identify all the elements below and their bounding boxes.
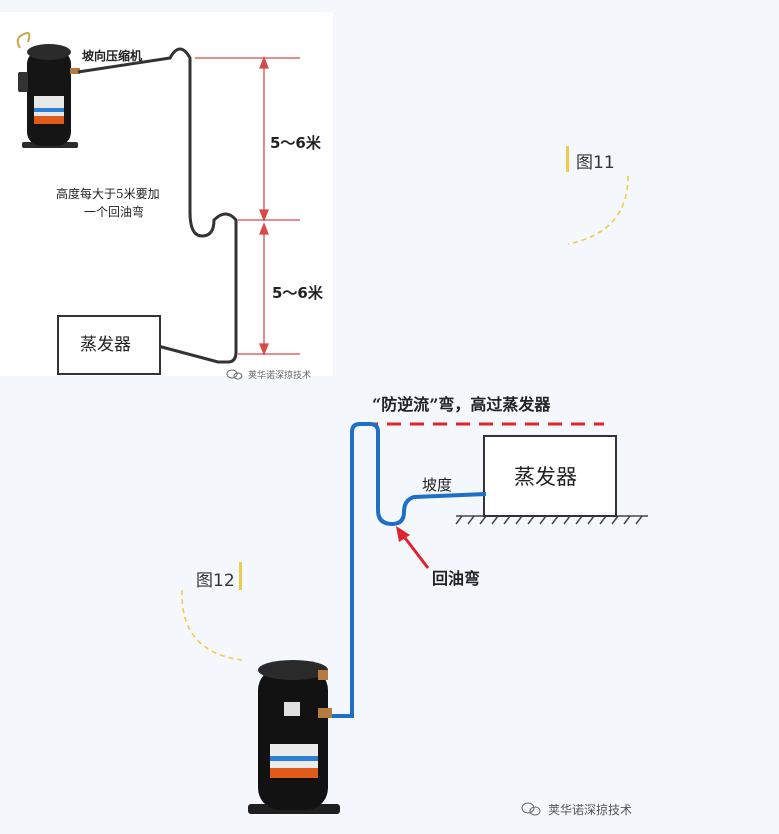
- evaporator-label: 蒸发器: [80, 335, 131, 355]
- wechat-icon: [521, 802, 541, 816]
- note-line-2: 一个回油弯: [84, 204, 144, 219]
- note-line-1: 高度每大于5米要加: [56, 186, 160, 201]
- figure-11-panel: 坡向压缩机 高度每大于5米要加 一个回油弯 5～6米 5～6米 蒸发器 荚华诺深…: [0, 12, 333, 381]
- caption-accent-bar: [239, 562, 242, 590]
- compressor-icon: [16, 32, 80, 148]
- figure-12-caption: 图12: [196, 571, 235, 591]
- refrigerant-pipe: [330, 422, 487, 718]
- figure-11-caption: 图11: [576, 153, 615, 173]
- watermark-text: 荚华诺深掠技术: [548, 802, 632, 817]
- wechat-icon: [226, 369, 243, 380]
- height-upper-label: 5～6米: [270, 134, 322, 152]
- evaporator-label: 蒸发器: [514, 465, 577, 489]
- figure-11-diagram: 坡向压缩机 高度每大于5米要加 一个回油弯 5～6米 5～6米 蒸发器 荚华诺深…: [16, 32, 324, 381]
- oil-trap-label: 回油弯: [432, 569, 480, 588]
- compressor-icon: [248, 660, 340, 814]
- evaporator-box: [483, 435, 617, 517]
- pipe-route: [77, 47, 238, 364]
- watermark-text: 荚华诺深掠技术: [248, 369, 311, 381]
- oil-trap-arrow-icon: [396, 526, 430, 569]
- evaporator-box: [57, 315, 161, 375]
- height-dimension-lines: [195, 56, 300, 356]
- caption-accent-bar: [566, 146, 569, 172]
- slope-label: 坡度: [422, 476, 452, 494]
- anti-backflow-label: “防逆流”弯，高过蒸发器: [372, 395, 551, 414]
- ground-hatch: [455, 515, 648, 525]
- height-lower-label: 5～6米: [272, 284, 324, 302]
- compressor-slope-label: 坡向压缩机: [82, 48, 142, 63]
